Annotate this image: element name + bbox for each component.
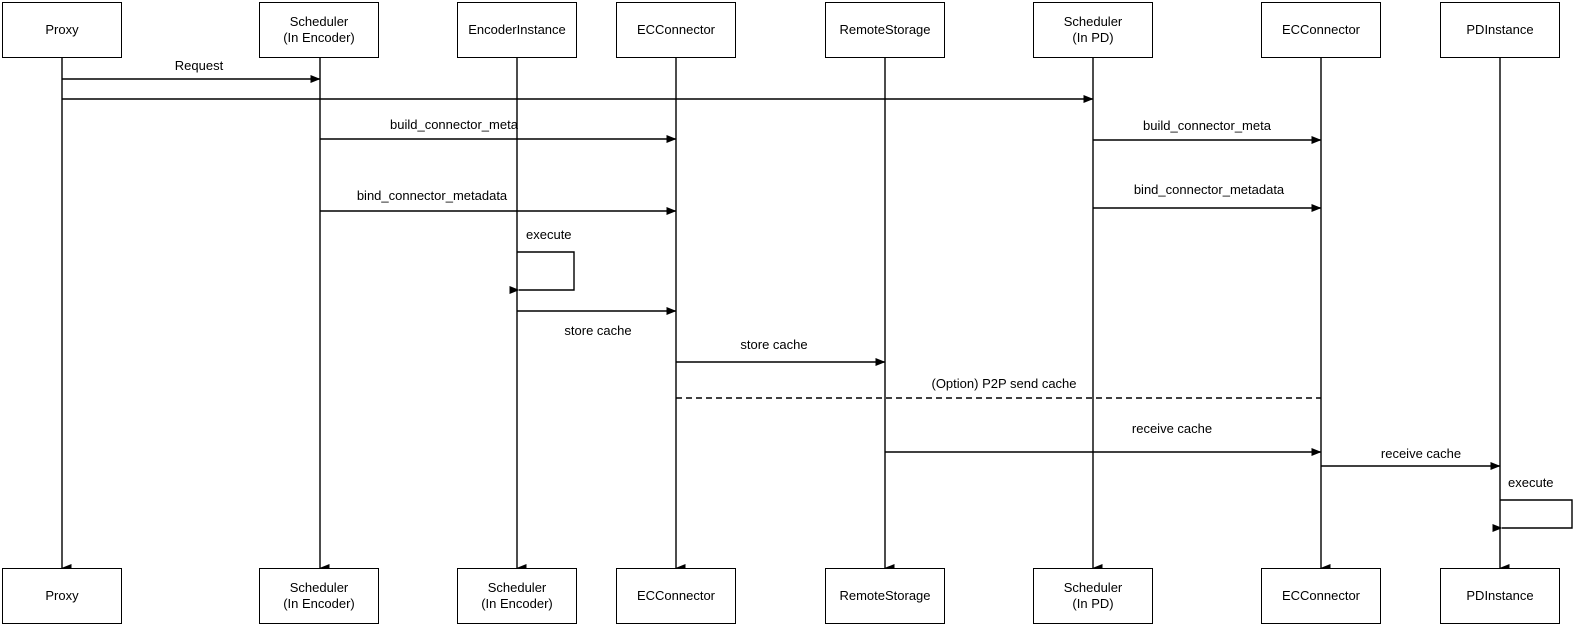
participant-head-encoder_inst[interactable]: EncoderInstance (457, 2, 577, 58)
participant-head-proxy[interactable]: Proxy (2, 2, 122, 58)
participant-foot-ecconn_right[interactable]: ECConnector (1261, 568, 1381, 624)
participant-foot-encoder_inst[interactable]: Scheduler (In Encoder) (457, 568, 577, 624)
participant-head-remote[interactable]: RemoteStorage (825, 2, 945, 58)
message-label-m5: bind_connector_metadata (356, 188, 508, 203)
participant-foot-pd_inst[interactable]: PDInstance (1440, 568, 1560, 624)
participant-foot-sched_enc[interactable]: Scheduler (In Encoder) (259, 568, 379, 624)
messages-group (62, 75, 1501, 470)
self-message-label-s2: execute (1508, 475, 1554, 490)
participant-head-ecconn_right[interactable]: ECConnector (1261, 2, 1381, 58)
self-message-label-s1: execute (526, 227, 572, 242)
lifelines-group (61, 58, 1510, 572)
message-label-m1: Request (174, 58, 224, 73)
message-label-m3: build_connector_meta (390, 117, 518, 132)
self-message-loop-s1 (509, 251, 575, 294)
participant-head-sched_pd[interactable]: Scheduler (In PD) (1033, 2, 1153, 58)
participant-foot-sched_pd[interactable]: Scheduler (In PD) (1033, 568, 1153, 624)
message-label-m4: build_connector_meta (1143, 118, 1271, 133)
participant-head-pd_inst[interactable]: PDInstance (1440, 2, 1560, 58)
participant-foot-proxy[interactable]: Proxy (2, 568, 122, 624)
message-label-m9: (Option) P2P send cache (931, 376, 1077, 391)
message-label-m6: bind_connector_metadata (1133, 182, 1285, 197)
message-label-m8: store cache (740, 337, 808, 352)
message-label-m10: receive cache (1131, 421, 1213, 436)
participant-head-ecconn_left[interactable]: ECConnector (616, 2, 736, 58)
participant-foot-remote[interactable]: RemoteStorage (825, 568, 945, 624)
self-message-loop-s2 (1492, 499, 1573, 532)
message-label-m11: receive cache (1380, 446, 1462, 461)
participant-foot-ecconn_left[interactable]: ECConnector (616, 568, 736, 624)
message-label-m7: store cache (564, 323, 632, 338)
participant-head-sched_enc[interactable]: Scheduler (In Encoder) (259, 2, 379, 58)
